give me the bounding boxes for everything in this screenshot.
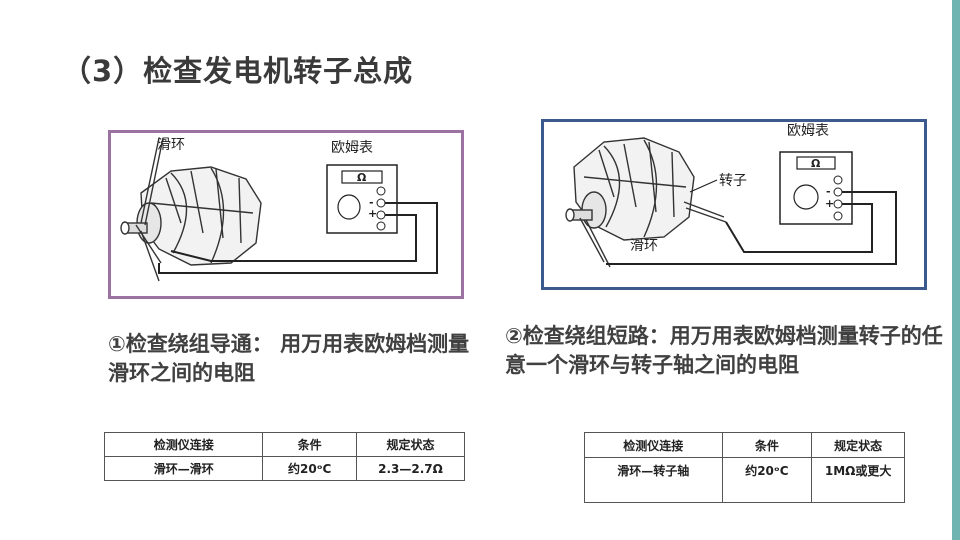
plus-sign: +: [368, 207, 377, 220]
test-leads: [606, 191, 897, 265]
table-header-row: 检测仪连接 条件 规定状态: [103, 432, 466, 457]
ohmmeter-label: 欧姆表: [331, 140, 373, 156]
header-cell: 条件: [721, 432, 813, 458]
rotor-drawing: [120, 137, 262, 282]
ohm-symbol: Ω: [811, 157, 821, 170]
ohm-symbol: Ω: [357, 171, 367, 184]
table-cell: 约20ᵒC: [262, 456, 357, 481]
rotor-drawing: [565, 137, 727, 268]
test-leads: [158, 202, 438, 274]
diagram-continuity-check: 滑环 欧姆表 Ω - +: [108, 130, 464, 299]
rotor-label: 转子: [719, 173, 747, 189]
table-cell: 1MΩ或更大: [811, 457, 905, 503]
accent-strip: [952, 0, 960, 540]
table-row: 滑环—转子轴 约20ᵒC 1MΩ或更大: [584, 457, 905, 503]
slide-title: （3）检查发电机转子总成: [62, 54, 414, 88]
header-cell: 规定状态: [811, 432, 905, 458]
continuity-diagram-illustration: 滑环 欧姆表 Ω - +: [120, 136, 438, 282]
minus-sign: -: [369, 196, 374, 209]
header-cell: 规定状态: [355, 432, 466, 457]
table-cell: 约20ᵒC: [721, 457, 813, 503]
ohmmeter: Ω - +: [326, 164, 398, 234]
header-cell: 检测仪连接: [103, 432, 264, 457]
ohmmeter: Ω - +: [779, 151, 853, 225]
plus-sign: +: [825, 197, 834, 210]
table-cell: 滑环—转子轴: [584, 457, 723, 503]
table-cell: 滑环—滑环: [103, 456, 264, 481]
header-cell: 检测仪连接: [584, 432, 723, 458]
header-cell: 条件: [262, 432, 357, 457]
short-circuit-check-description: ②检查绕组短路：用万用表欧姆档测量转子的任意一个滑环与转子轴之间的电阻: [505, 324, 943, 377]
diagram-short-circuit-check: 转子 滑环 欧姆表 Ω - +: [541, 119, 927, 290]
slip-ring-label: 滑环: [157, 136, 185, 153]
table-cell: 2.3—2.7Ω: [355, 456, 466, 481]
slip-ring-label: 滑环: [630, 237, 658, 254]
table-header-row: 检测仪连接 条件 规定状态: [584, 432, 905, 458]
minus-sign: -: [826, 185, 831, 198]
ohmmeter-label: 欧姆表: [787, 123, 829, 139]
continuity-check-description: ①检查绕组导通： 用万用表欧姆档测量滑环之间的电阻: [108, 332, 470, 385]
short-circuit-diagram-illustration: 转子 滑环 欧姆表 Ω - +: [565, 123, 897, 268]
short-circuit-spec-table: 检测仪连接 条件 规定状态 滑环—转子轴 约20ᵒC 1MΩ或更大: [584, 432, 905, 503]
continuity-spec-table: 检测仪连接 条件 规定状态 滑环—滑环 约20ᵒC 2.3—2.7Ω: [103, 432, 466, 481]
table-row: 滑环—滑环 约20ᵒC 2.3—2.7Ω: [103, 456, 466, 481]
